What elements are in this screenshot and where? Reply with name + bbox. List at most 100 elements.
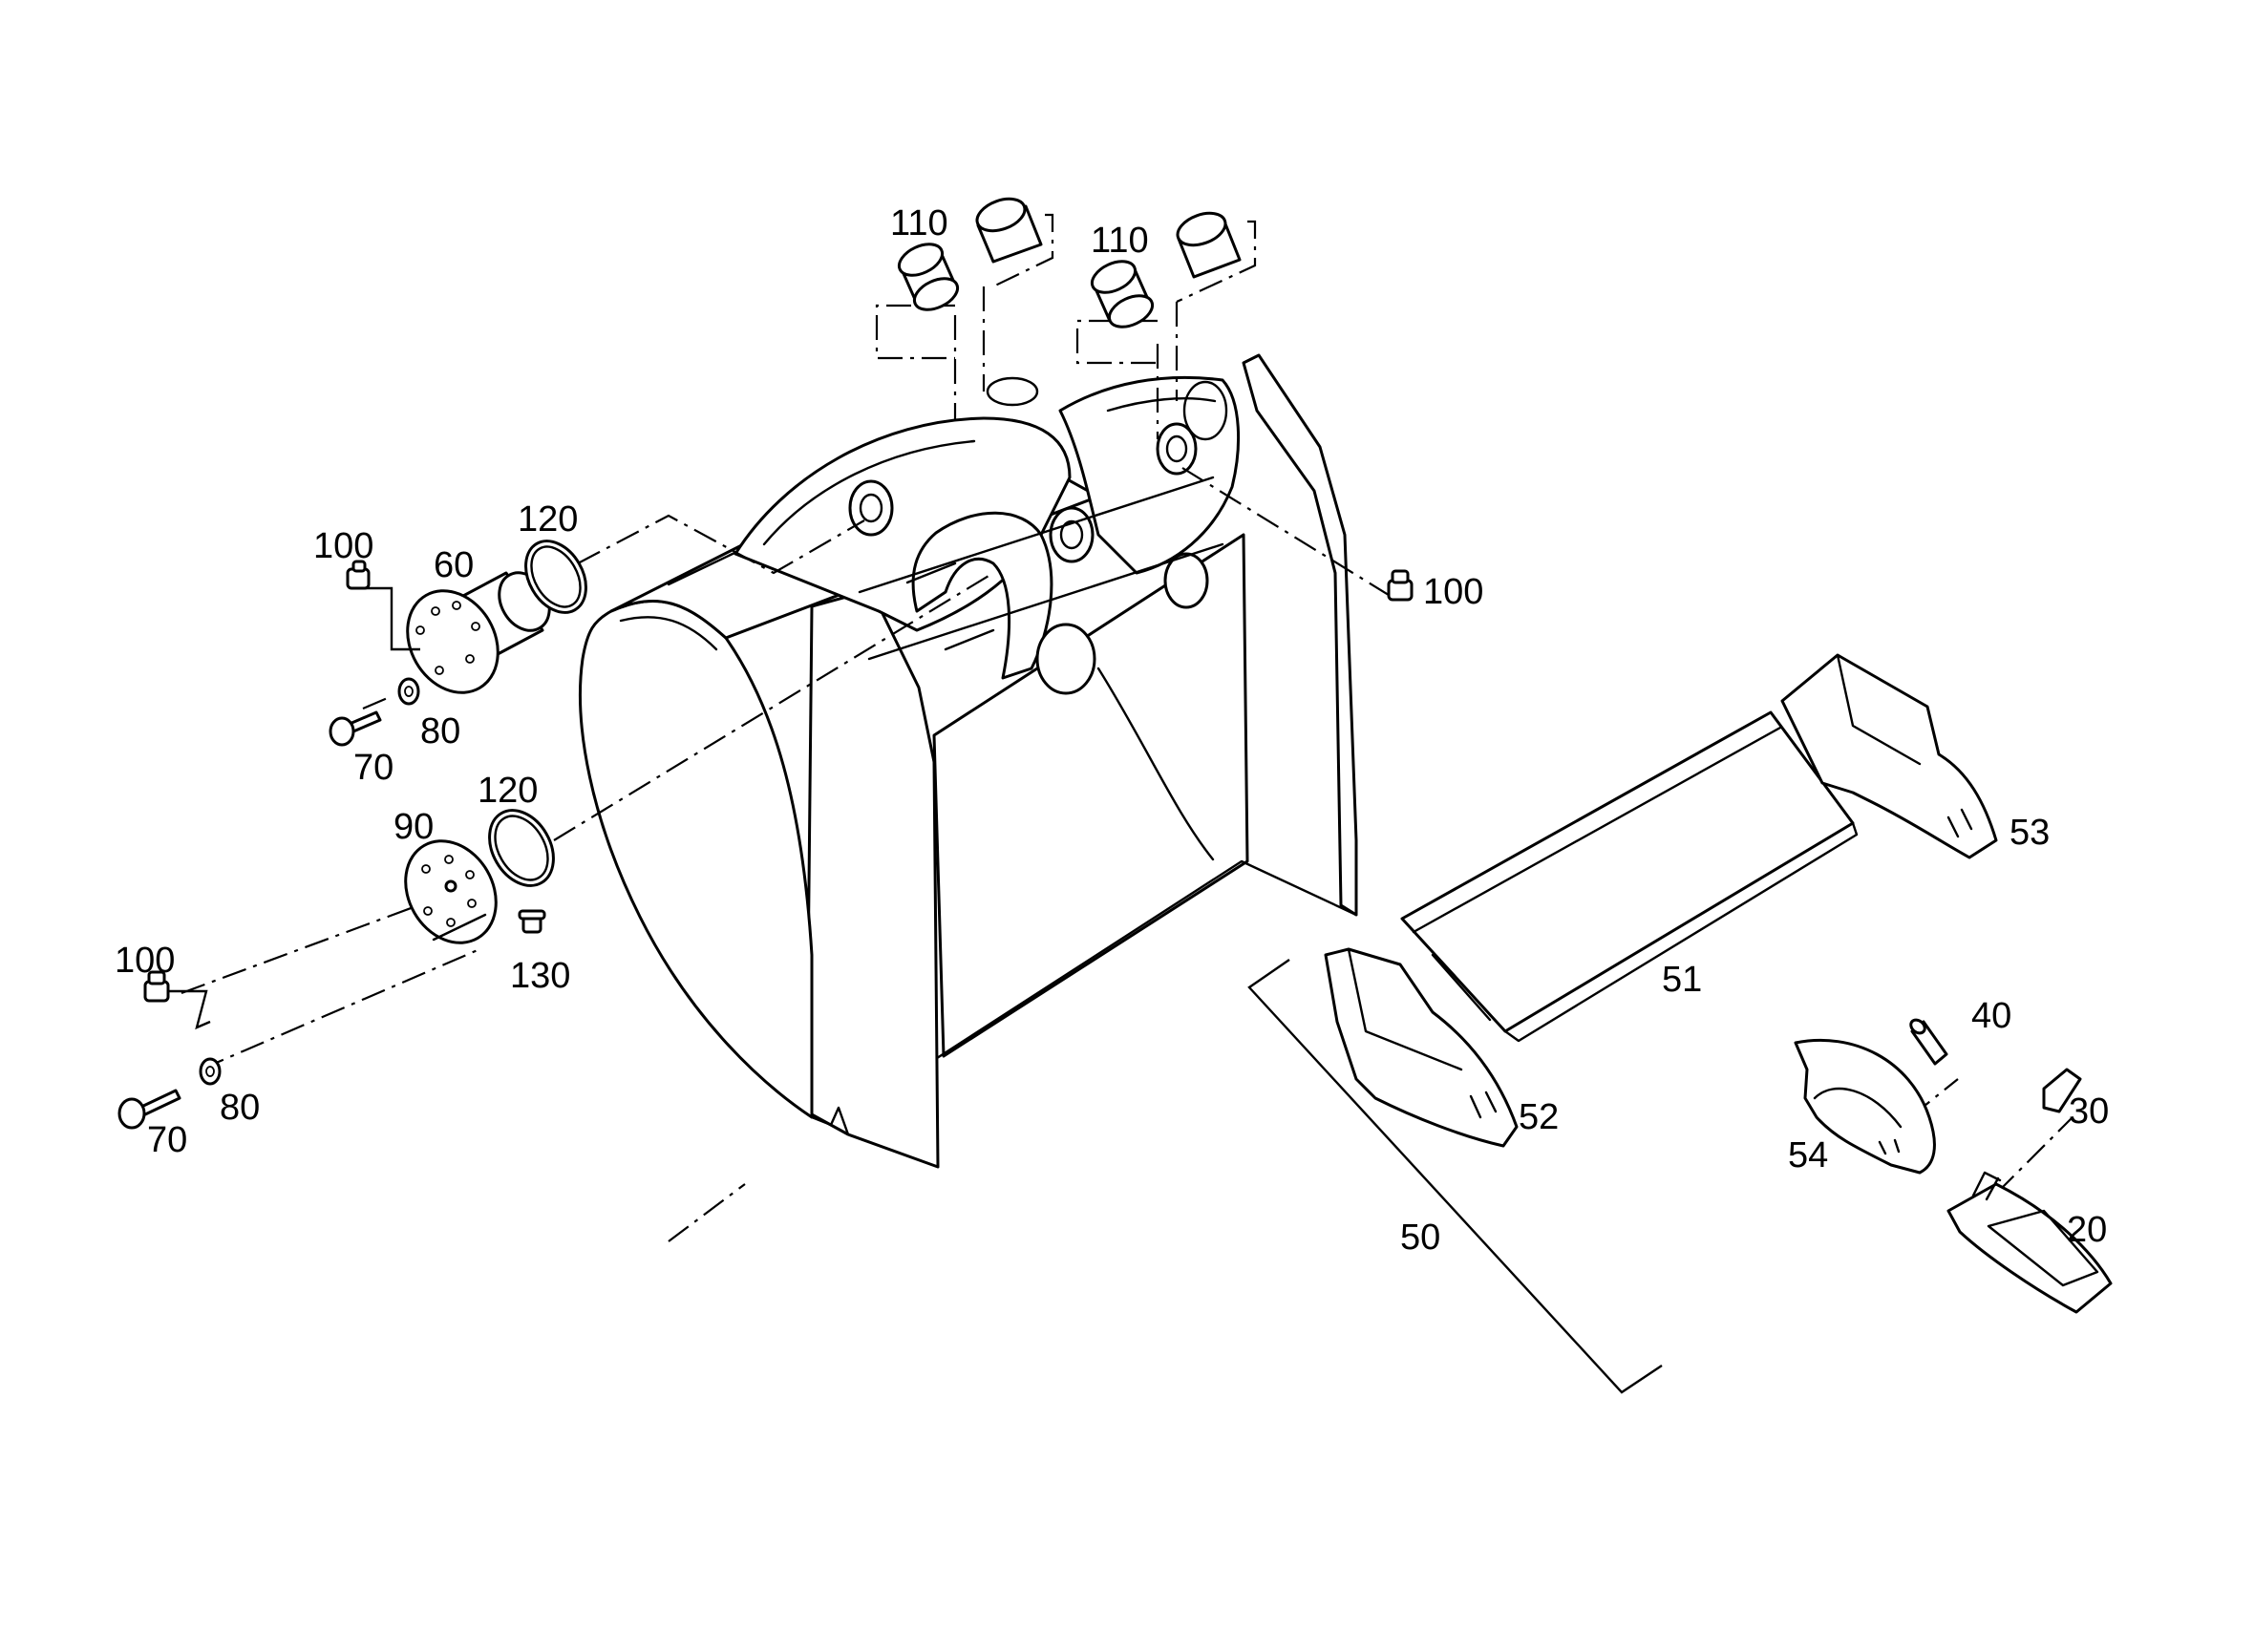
washer-80-upper-bore (404, 686, 414, 697)
cutting-edge-51-plate (1400, 710, 1855, 1033)
callout-100-upper-left: 100 (313, 526, 373, 566)
cover-90-bolt-hole (444, 855, 454, 864)
bucket-pin-boss-4 (1035, 623, 1096, 695)
callout-110-right: 110 (1091, 221, 1149, 261)
bolt-70-upper-head (329, 716, 355, 747)
pin-60-bolt-hole (431, 606, 440, 616)
cutting-edge-51-bevel (1412, 726, 1782, 1022)
bucket-left-plate-flange (810, 1106, 850, 1136)
axis-bolt-lower (200, 948, 478, 1071)
bucket-cross-tube (858, 476, 1224, 661)
cover-90-rim (432, 913, 487, 942)
bucket-pin-boss-7 (1182, 380, 1228, 441)
cover-90-bolt-hole (421, 864, 431, 874)
cutting-edge-51 (1400, 710, 1859, 1043)
pin-60-bolt-hole (415, 625, 425, 635)
callout-120-upper: 120 (518, 499, 578, 540)
callout-70-upper: 70 (353, 748, 393, 788)
bracket-110-left (875, 304, 955, 360)
pin-40-end (1909, 1018, 1926, 1035)
bushing-110-a-end (897, 243, 945, 277)
pin-60-bolt-hole (465, 654, 475, 664)
oring-120-a-inner (530, 545, 582, 608)
bucket-right-side-plate (1242, 353, 1358, 917)
bracket-110-left-top (992, 213, 1054, 287)
callout-54: 54 (1788, 1135, 1828, 1175)
axis-tooth-30 (1995, 1116, 2073, 1195)
bracket-50 (1247, 959, 1663, 1394)
callout-100-lower-left: 100 (115, 941, 175, 981)
bucket-floor-edge (932, 859, 1358, 1062)
callout-50: 50 (1400, 1218, 1440, 1258)
leader-100c (168, 989, 211, 1030)
callout-120-lower: 120 (478, 771, 538, 811)
bucket-inner-curve (1096, 667, 1215, 861)
callout-30: 30 (2069, 1091, 2109, 1132)
bucket-mount-bracket-right (1058, 375, 1240, 575)
pin-40 (1909, 1018, 1948, 1066)
oring-120-upper (524, 540, 587, 614)
adapter-54-groove (1813, 1087, 1903, 1129)
washer-80-upper (397, 677, 420, 706)
tooth-20 (1946, 1171, 2113, 1314)
grease-nipple-100a-head (351, 560, 367, 573)
pin-60-flange (406, 589, 500, 694)
bolt-70-upper (329, 710, 382, 747)
grease-nipple-100b-head (1391, 569, 1410, 584)
bushing-110-c-back (1107, 294, 1155, 328)
oring-120-b-inner (494, 815, 549, 881)
side-cutter-52-body (1324, 947, 1519, 1148)
side-cutter-52-ridge (1347, 947, 1463, 1071)
callout-labels: 110 110 120 100 60 100 80 70 120 90 130 … (115, 203, 2109, 1258)
callout-51: 51 (1662, 960, 1702, 1000)
bucket-pin-boss-2 (1049, 506, 1095, 563)
pin-60-bolt-hole (435, 666, 444, 675)
bucket-pin-boss-3-bore (1165, 434, 1188, 463)
callout-100-right: 100 (1423, 572, 1483, 612)
tooth-20-body (1946, 1182, 2113, 1314)
bucket-shell-curve (579, 599, 814, 1119)
bolt-70-lower-head (117, 1097, 146, 1130)
bucket-mount-bracket-left-inner (762, 439, 976, 546)
grease-nipple-100c-head (147, 970, 166, 985)
bucket-hinge-tongue-slot (905, 561, 995, 651)
pin-60-assembly (406, 571, 551, 694)
oring-120-lower (488, 809, 555, 887)
leader-100a (358, 586, 420, 651)
cover-90-bolt-hole (467, 899, 477, 908)
side-cutter-53-ridge (1836, 653, 1922, 766)
callout-20: 20 (2067, 1210, 2107, 1250)
bucket-shell-inner-edge (619, 616, 718, 651)
callout-110-left: 110 (890, 203, 948, 244)
cover-90-bolt-hole (423, 906, 433, 916)
bucket-pin-boss-6 (986, 376, 1039, 407)
side-cutter-52 (1324, 947, 1519, 1148)
bolt-70-lower (117, 1089, 181, 1130)
grease-nipple-100b (1387, 569, 1414, 602)
callout-80-lower: 80 (220, 1088, 260, 1128)
callout-52: 52 (1519, 1097, 1559, 1137)
oring-120-a-outer (524, 540, 587, 614)
bucket-body (579, 353, 1358, 1169)
callout-40: 40 (1971, 996, 2011, 1036)
callout-130: 130 (510, 956, 570, 996)
bushing-110-d-end (1176, 211, 1227, 247)
callout-90: 90 (393, 807, 434, 847)
callout-80-upper: 80 (420, 711, 460, 752)
bushing-set-left (897, 197, 1043, 311)
cover-90-bolt-hole (446, 918, 456, 927)
side-cutter-53-body (1780, 653, 1998, 859)
side-cutter-52-tip (1469, 1091, 1498, 1119)
adapter-54 (1794, 1038, 1936, 1175)
cover-90-center (444, 879, 457, 893)
cover-90-bolt-hole (465, 870, 475, 879)
washer-80-lower-bore (205, 1066, 215, 1077)
pin-60-bolt-hole (452, 601, 461, 610)
assembly-axis-lines (181, 213, 2073, 1242)
pin-60-bolt-hole (471, 622, 480, 631)
side-cutter-53-tip (1946, 808, 1973, 838)
bucket-pin-boss-1-bore (859, 493, 883, 523)
washer-80-lower (199, 1057, 222, 1086)
bucket-mount-bracket-right-inner (1106, 397, 1217, 413)
axis-pin-lower (553, 572, 994, 841)
